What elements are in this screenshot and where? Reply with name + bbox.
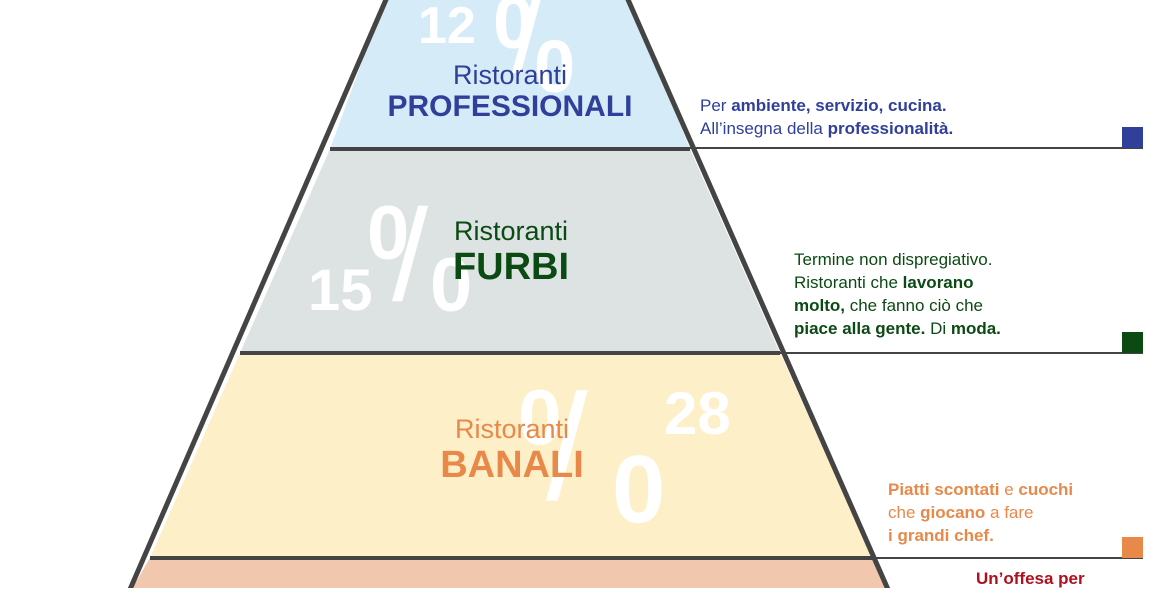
desc-text-bold: piace alla gente. <box>794 319 926 338</box>
pyramid-right-edge <box>625 0 891 588</box>
tier-sub-banali: Ristoranti <box>454 414 570 444</box>
desc-text: che <box>888 503 921 522</box>
desc-text-bold: professionalità. <box>827 119 954 138</box>
desc-text-bold: Piatti scontati <box>888 480 1000 499</box>
desc-text-bold: Un’offesa per <box>976 569 1085 588</box>
description-banali: Piatti scontati e cuochi che giocano a f… <box>888 478 1128 547</box>
tier-title-professionali: PROFESSIONALI <box>387 90 633 124</box>
desc-text: Per <box>700 96 732 115</box>
tier-label-banali: Ristoranti BANALI <box>412 414 612 487</box>
desc-text-bold: giocano <box>920 503 986 522</box>
percent-sign-top-banali: 0 <box>518 373 562 461</box>
desc-text: che fanno ciò che <box>845 296 983 315</box>
pyramid-left-edge <box>127 0 389 588</box>
desc-text: e <box>999 480 1019 499</box>
percent-number-professionali: 12 <box>418 0 476 55</box>
description-furbi: Termine non dispregiativo. Ristoranti ch… <box>794 248 1114 340</box>
desc-text: a fare <box>985 503 1034 522</box>
legend-square-furbi <box>1122 332 1143 353</box>
tier-banali-shape <box>150 353 873 558</box>
percent-sign-top-furbi: 0 <box>367 191 410 276</box>
percent-number-furbi: 15 <box>308 258 373 323</box>
percent-sign-slash-professionali: / <box>512 0 544 96</box>
tier-professionali-shape <box>330 0 690 149</box>
percent-sign-bottom-furbi: 0 <box>430 243 473 328</box>
desc-text: Di <box>925 319 951 338</box>
rule-banali <box>873 557 1143 559</box>
tier-sub-furbi: Ristoranti <box>453 216 569 246</box>
rule-professionali <box>690 147 1143 149</box>
desc-text-bold: moda. <box>950 319 1001 338</box>
desc-text-bold: cuochi <box>1018 480 1074 499</box>
legend-square-banali <box>1122 537 1143 558</box>
percent-sign-bottom-professionali: 0 <box>534 25 576 108</box>
desc-text-bold: lavorano <box>902 273 974 292</box>
description-bottom-tier: Un’offesa per <box>976 567 1176 590</box>
desc-text: Ristoranti che <box>794 273 903 292</box>
desc-text: All’insegna della <box>700 119 828 138</box>
percent-sign-bottom-banali: 0 <box>612 436 666 543</box>
desc-text: Termine non dispregiativo. <box>794 250 993 269</box>
tier-title-banali: BANALI <box>440 444 584 487</box>
tier-label-furbi: Ristoranti FURBI <box>411 216 611 289</box>
percent-sign-slash-banali: / <box>546 363 588 531</box>
description-professionali: Per ambiente, servizio, cucina. All’inse… <box>700 94 1100 140</box>
desc-text-bold: molto, <box>794 296 845 315</box>
percent-sign-slash-furbi: / <box>392 182 429 328</box>
tier-bottom-shape <box>132 558 887 588</box>
desc-text-bold: ambiente, servizio, cucina. <box>731 96 947 115</box>
tier-title-furbi: FURBI <box>452 246 570 289</box>
rule-furbi <box>780 352 1143 354</box>
tier-furbi-shape <box>240 149 780 353</box>
tier-sub-professionali: Ristoranti <box>452 60 568 90</box>
percent-number-banali: 28 <box>664 380 731 447</box>
desc-text-bold: i grandi chef. <box>888 526 994 545</box>
tier-label-professionali: Ristoranti PROFESSIONALI <box>360 60 660 124</box>
legend-square-professionali <box>1122 127 1143 148</box>
percent-sign-top-professionali: 0 <box>493 0 535 64</box>
